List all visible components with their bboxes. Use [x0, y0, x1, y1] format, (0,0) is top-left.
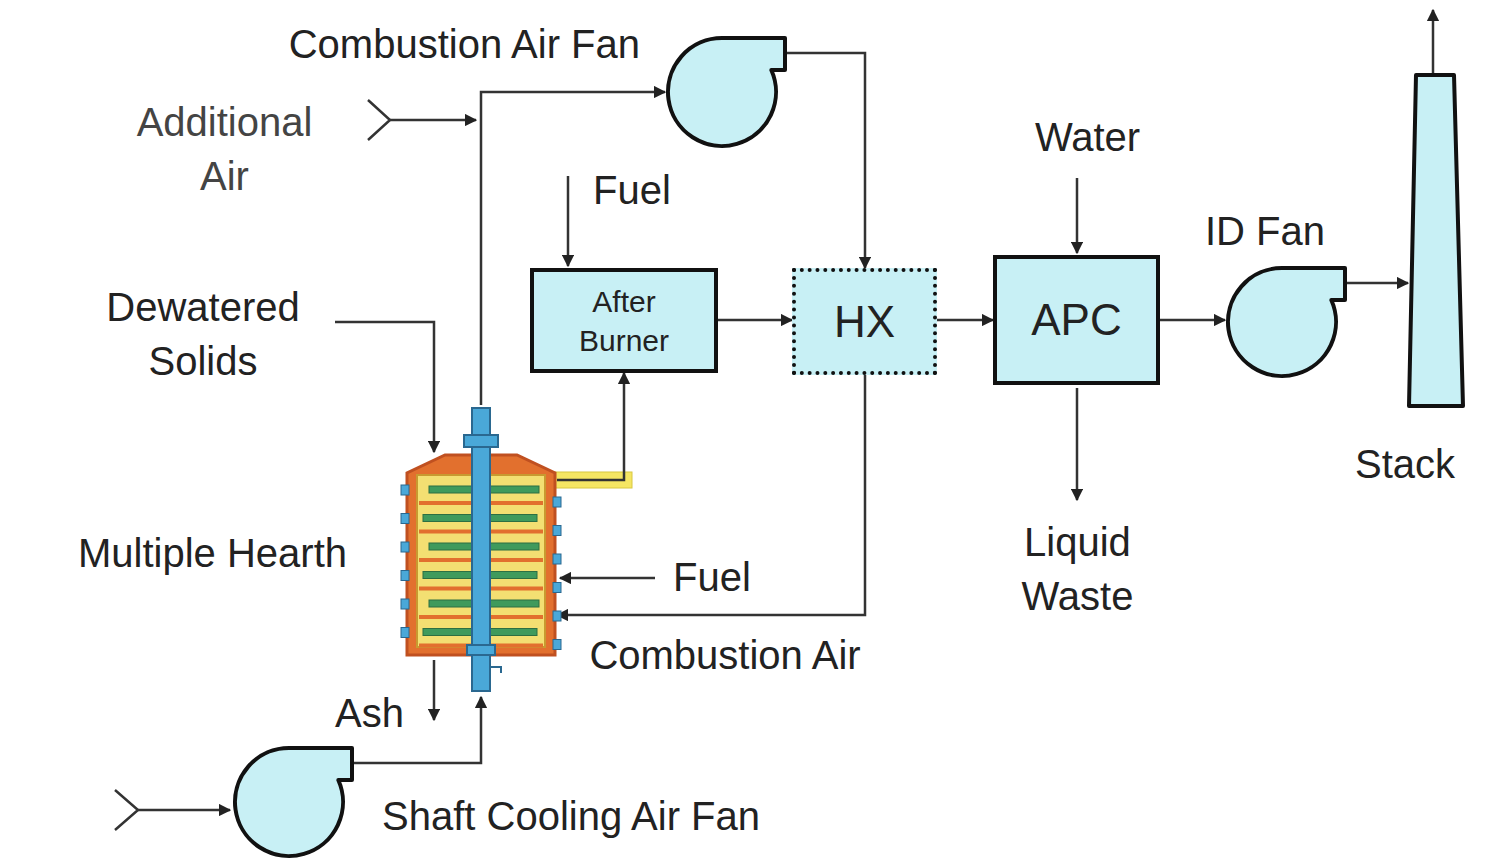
node-label: Combustion Air Fan: [289, 18, 640, 70]
stack-symbol: [1405, 72, 1467, 410]
flow-label: Fuel: [662, 550, 762, 604]
flow-connector: [557, 373, 624, 480]
flow-label: Additional Air: [112, 95, 337, 203]
shaft-cooling-air-fan: Shaft Cooling Air Fan: [232, 745, 354, 857]
edge-label: Combustion Air: [585, 628, 865, 682]
feed-arrow: [335, 322, 434, 452]
fan-symbol: [665, 35, 787, 147]
node-label: Multiple Hearth: [78, 527, 347, 579]
discharge-arrow: [1076, 388, 1079, 500]
air-intake-chevron: [115, 790, 138, 830]
node-label: HX: [834, 293, 895, 350]
node-label: After Burner: [549, 282, 699, 360]
flow-connector: [787, 53, 865, 268]
flow-label: Dewatered Solids: [72, 280, 334, 388]
feed-arrow: [138, 809, 230, 812]
feed-arrow: [567, 176, 570, 266]
flow-label: Fuel: [582, 163, 682, 217]
flow-label: Ash: [322, 686, 417, 740]
afterburner-box: After Burner: [530, 268, 718, 373]
exhaust-arrow: [1432, 10, 1435, 74]
node-label: ID Fan: [1205, 205, 1325, 257]
flow-connector: [937, 319, 993, 322]
air-intake-chevron: [368, 100, 390, 140]
stack: Stack: [1405, 72, 1467, 410]
node-label: Shaft Cooling Air Fan: [382, 790, 760, 842]
id-fan: ID Fan: [1225, 265, 1347, 377]
multiple-hearth-furnace: [405, 405, 557, 697]
multiple-hearth-furnace: Multiple Hearth: [405, 405, 557, 697]
flow-connector: [557, 375, 865, 615]
fan-symbol: [232, 745, 354, 857]
feed-arrow: [1076, 178, 1079, 253]
air-pollution-control-box: APC: [993, 255, 1160, 385]
combustion-air-fan: Combustion Air Fan: [665, 35, 787, 147]
flow-label: Liquid Waste: [995, 515, 1160, 623]
flow-connector: [1347, 282, 1408, 285]
feed-arrow: [390, 119, 476, 122]
node-label: Stack: [1355, 438, 1455, 490]
flow-connector: [718, 319, 792, 322]
discharge-arrow: [433, 660, 436, 720]
feed-arrow: [560, 577, 655, 580]
flow-connector: [1160, 319, 1225, 322]
node-label: APC: [1031, 291, 1121, 348]
heat-exchanger-box: HX: [792, 268, 937, 375]
flow-label: Water: [1015, 110, 1160, 164]
fan-symbol: [1225, 265, 1347, 377]
